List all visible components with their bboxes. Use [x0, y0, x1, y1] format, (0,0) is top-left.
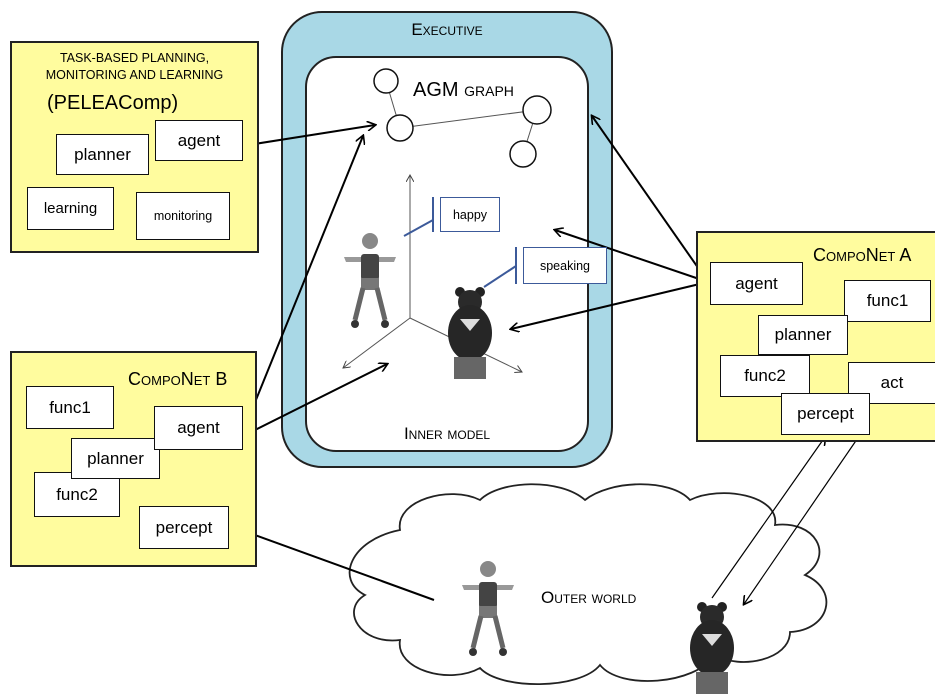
executive-title: Executive — [411, 20, 483, 39]
emotion-speaking-label: speaking — [523, 247, 607, 284]
bear-figure-outer — [690, 602, 734, 694]
componet-b-func2-module: func2 — [34, 472, 120, 517]
pelea-learning-module: learning — [27, 187, 114, 230]
componet-a-func1-module: func1 — [844, 280, 931, 322]
graph-node — [509, 140, 537, 168]
emotion-connectors — [403, 197, 517, 288]
componeta-bear-arrow — [511, 282, 708, 329]
componet-b-title: CompoNet B — [128, 369, 228, 389]
agm-graph — [373, 68, 552, 168]
world-to-percept-b-arrow — [233, 527, 435, 601]
graph-node — [386, 114, 414, 142]
inner-model-label: Inner model — [403, 424, 491, 443]
componet-a-func2-module: func2 — [720, 355, 810, 397]
componet-b-func1-module: func1 — [26, 386, 114, 429]
componet-b-agent-module: agent — [154, 406, 243, 450]
componet-a-percept-module: percept — [781, 393, 870, 435]
pelea-name: (PELEAComp) — [47, 92, 179, 114]
componetb-inner-arrow — [247, 364, 387, 434]
pelea-planner-module: planner — [56, 134, 149, 175]
outer-world-label: Outer world — [541, 588, 637, 607]
pelea-title-line2: MONITORING AND LEARNING — [45, 68, 224, 82]
componet-a-act-module: act — [848, 362, 935, 404]
world-to-percept-a-arrow — [711, 437, 825, 599]
emotion-happy-label: happy — [440, 197, 500, 232]
pelea-monitoring-module: monitoring — [136, 192, 230, 240]
graph-node — [373, 68, 399, 94]
pelea-agent-module: agent — [155, 120, 243, 161]
bear-figure-inner — [448, 287, 492, 379]
girl-figure-inner — [344, 233, 396, 328]
componeta-speaking-arrow — [555, 230, 708, 282]
agm-graph-label: AGM graph — [413, 79, 514, 101]
pelea-title-line1: TASK-BASED PLANNING, — [59, 51, 210, 65]
componet-a-planner-module: planner — [758, 315, 848, 355]
graph-node — [522, 95, 552, 125]
componet-a-title: CompoNet A — [813, 245, 912, 265]
girl-figure-outer — [462, 561, 514, 656]
outer-world-cloud — [348, 483, 828, 686]
componet-a-agent-module: agent — [710, 262, 803, 305]
componet-b-planner-module: planner — [71, 438, 160, 479]
componet-b-percept-module: percept — [139, 506, 229, 549]
